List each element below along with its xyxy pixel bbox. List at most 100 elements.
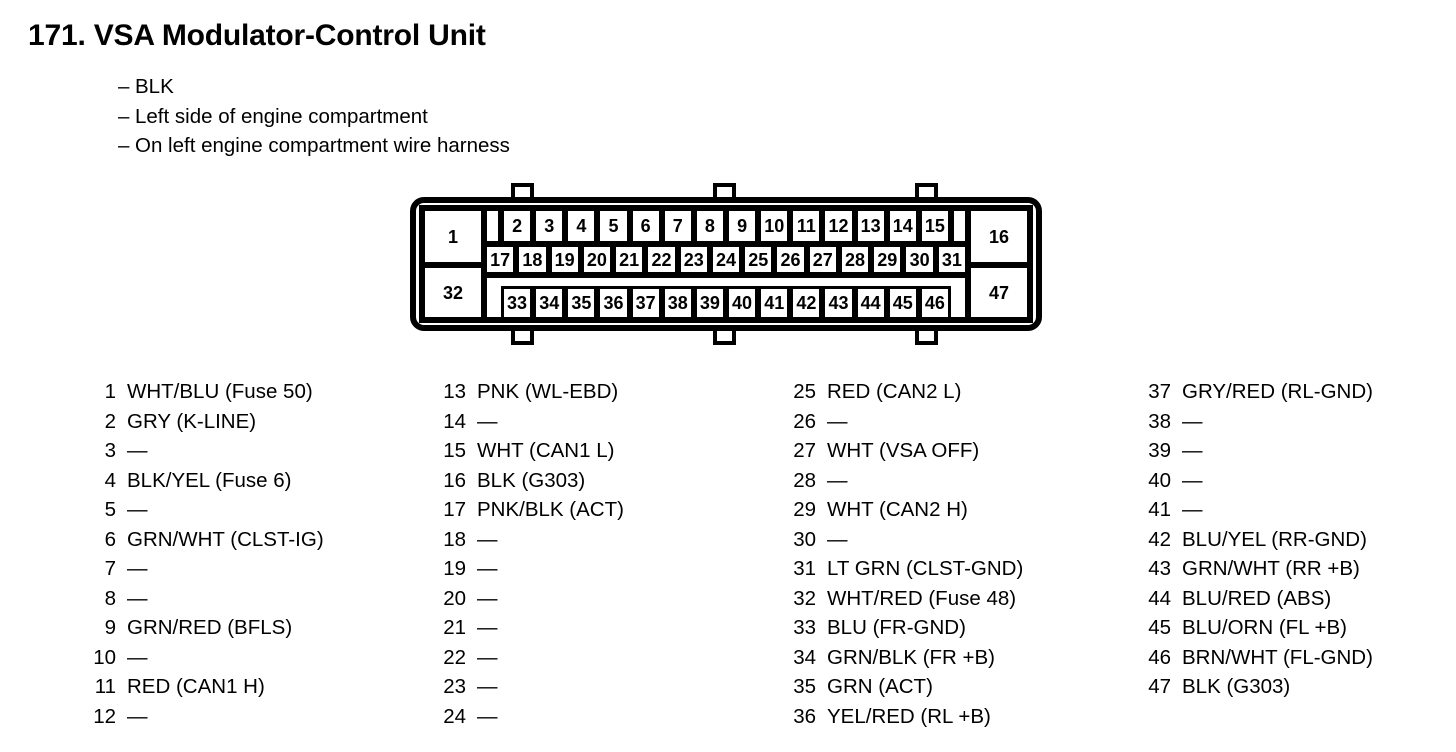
pin-cell-6: 6 bbox=[629, 208, 662, 244]
bullet-dash-icon: – bbox=[118, 75, 130, 98]
pin-description: — bbox=[827, 468, 848, 492]
pin-description: GRN/BLK (FR +B) bbox=[827, 645, 996, 669]
pin-cell-8: 8 bbox=[693, 208, 726, 244]
connector-attribute-label: BLK bbox=[135, 75, 174, 98]
pin-description: GRN/WHT (CLST-IG) bbox=[127, 527, 324, 551]
pin-cell-35: 35 bbox=[565, 286, 598, 320]
pin-cell-19: 19 bbox=[548, 244, 581, 275]
pin-cell-43: 43 bbox=[822, 286, 855, 320]
pin-number: 7 bbox=[104, 557, 116, 580]
pin-number: 22 bbox=[443, 645, 466, 669]
pin-description: WHT (CAN2 H) bbox=[827, 498, 968, 521]
pin-list-row: 28— bbox=[788, 466, 1023, 496]
pin-list-row: 29 WHT (CAN2 H) bbox=[788, 495, 1023, 525]
pin-description: GRN (ACT) bbox=[827, 675, 933, 698]
pin-description: — bbox=[477, 645, 498, 669]
pin-number: 24 bbox=[443, 704, 466, 728]
pin-cell-46: 46 bbox=[918, 286, 951, 320]
pin-cell-5: 5 bbox=[597, 208, 630, 244]
pin-description: BLU/YEL (RR-GND) bbox=[1182, 527, 1367, 551]
pin-description: BLU/ORN (FL +B) bbox=[1182, 616, 1347, 639]
pin-description: — bbox=[477, 675, 498, 698]
pin-list-row: 5— bbox=[88, 495, 324, 525]
pin-description: — bbox=[127, 586, 148, 610]
pin-number: 46 bbox=[1148, 645, 1171, 669]
pin-cell-21: 21 bbox=[613, 244, 646, 275]
pin-number: 33 bbox=[793, 616, 816, 639]
pin-cell-22: 22 bbox=[645, 244, 678, 275]
pin-cell-10: 10 bbox=[758, 208, 791, 244]
pin-description: BLK (G303) bbox=[1182, 675, 1291, 698]
pin-description: GRN/WHT (RR +B) bbox=[1182, 557, 1360, 580]
pin-list-row: 45 BLU/ORN (FL +B) bbox=[1143, 613, 1373, 643]
pin-description: BLU/RED (ABS) bbox=[1182, 586, 1332, 610]
pin-description: — bbox=[477, 527, 498, 551]
pin-number: 39 bbox=[1148, 439, 1171, 462]
pin-number: 18 bbox=[443, 527, 466, 551]
pin-cell-16: 16 bbox=[968, 208, 1030, 265]
pin-cell-3: 3 bbox=[533, 208, 566, 244]
connector-attribute-label: On left engine compartment wire harness bbox=[135, 134, 510, 157]
pin-number: 41 bbox=[1148, 498, 1171, 521]
pin-number: 38 bbox=[1148, 409, 1171, 433]
pin-cell-23: 23 bbox=[677, 244, 710, 275]
pin-number: 23 bbox=[443, 675, 466, 698]
pin-description: — bbox=[827, 409, 848, 433]
connector-attribute-2: –On left engine compartment wire harness bbox=[118, 131, 510, 161]
pin-number: 45 bbox=[1148, 616, 1171, 639]
pin-description: BRN/WHT (FL-GND) bbox=[1182, 645, 1373, 669]
pin-number: 11 bbox=[94, 675, 116, 698]
pin-list-row: 7— bbox=[88, 554, 324, 584]
pin-cell-17: 17 bbox=[484, 244, 517, 275]
pin-cell-20: 20 bbox=[580, 244, 614, 275]
pin-number: 35 bbox=[793, 675, 816, 698]
pin-list-row: 10— bbox=[88, 643, 324, 673]
pin-description: WHT/BLU (Fuse 50) bbox=[127, 380, 313, 403]
pin-cell-7: 7 bbox=[661, 208, 694, 244]
pin-list-row: 30— bbox=[788, 525, 1023, 555]
pin-list-row: 23 — bbox=[438, 672, 624, 702]
pin-description: — bbox=[1182, 468, 1203, 492]
pin-cell-25: 25 bbox=[742, 244, 775, 275]
pin-number: 5 bbox=[104, 498, 116, 521]
pin-cell-14: 14 bbox=[886, 208, 919, 244]
pin-cell-28: 28 bbox=[838, 244, 872, 275]
pin-description: BLK (G303) bbox=[477, 468, 586, 492]
pin-cell-47: 47 bbox=[968, 265, 1030, 320]
pin-list-row: 20— bbox=[438, 584, 624, 614]
pin-description: — bbox=[477, 704, 498, 728]
pin-description: GRN/RED (BFLS) bbox=[127, 616, 293, 639]
pin-cell-4: 4 bbox=[565, 208, 598, 244]
pin-cell-1: 1 bbox=[422, 208, 484, 265]
pin-list-row: 14— bbox=[438, 407, 624, 437]
pin-number: 2 bbox=[104, 409, 116, 433]
pin-number: 31 bbox=[793, 557, 816, 580]
pin-cell-13: 13 bbox=[854, 208, 887, 244]
pin-number: 29 bbox=[793, 498, 816, 521]
pin-cell-12: 12 bbox=[822, 208, 855, 244]
pin-number: 17 bbox=[443, 498, 466, 521]
pin-cell-36: 36 bbox=[597, 286, 630, 320]
pin-cell-32: 32 bbox=[422, 265, 484, 320]
pin-list-row: 41— bbox=[1143, 495, 1373, 525]
pin-number: 42 bbox=[1148, 527, 1171, 551]
pin-number: 12 bbox=[93, 704, 116, 728]
pin-cell-42: 42 bbox=[790, 286, 823, 320]
pin-number: 25 bbox=[793, 380, 816, 403]
connector-attribute-list: –BLK–Left side of engine compartment–On … bbox=[118, 72, 510, 161]
pin-description: YEL/RED (RL +B) bbox=[827, 704, 991, 728]
pin-description: RED (CAN1 H) bbox=[127, 675, 265, 698]
pin-number: 3 bbox=[104, 439, 116, 462]
